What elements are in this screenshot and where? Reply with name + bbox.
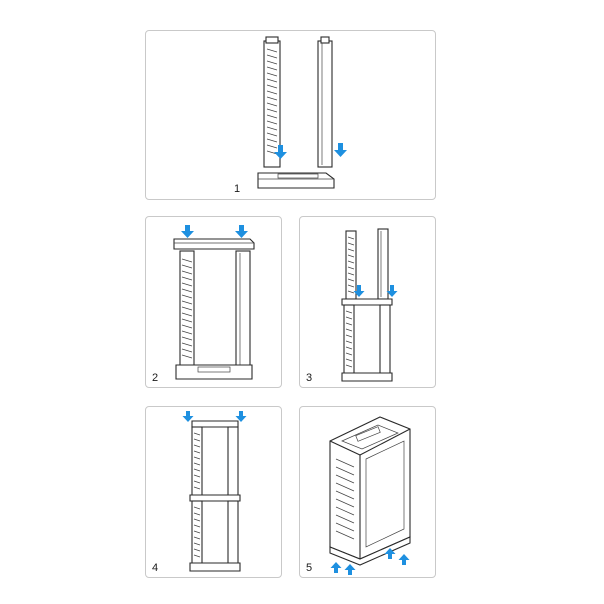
base-plate [329,536,411,566]
top-plate [173,238,255,250]
arrow-up-icon [384,548,396,559]
arrow-down-icon [235,225,248,238]
arrow-down-icon [386,285,398,297]
lower-right-column [379,304,391,378]
step-1-illustration [257,36,347,189]
step-5-panel: 5 [299,406,436,578]
right-column [317,40,333,168]
arrow-down-icon [274,145,287,159]
left-column [263,40,281,168]
step-number: 4 [152,562,159,574]
upper-right-column [227,426,239,498]
arrow-up-icon [398,554,410,565]
arrow-down-icon [353,285,365,297]
arrow-down-icon [235,411,247,422]
upper-left-column [191,426,203,498]
base-plate [341,372,393,382]
step-number: 1 [234,183,241,195]
upper-left-column [345,230,357,300]
step-number: 2 [152,372,159,384]
middle-plate [189,494,241,502]
lower-left-column [191,500,203,568]
step-number: 3 [306,372,313,384]
rack-body [329,416,411,560]
arrow-up-icon [344,564,356,575]
arrow-down-icon [181,225,194,238]
step-4-illustration [182,411,247,572]
base-plate [189,562,241,572]
step-2-panel: 2 [145,216,282,388]
step-4-panel: 4 [145,406,282,578]
upper-right-column [377,228,389,300]
arrow-down-icon [182,411,194,422]
step-3-illustration [341,228,398,382]
arrow-up-icon [330,562,342,573]
lower-right-column [227,500,239,568]
step-5-illustration [329,416,411,575]
middle-plate [341,298,393,306]
top-plate [191,420,239,428]
step-number: 5 [306,562,313,574]
column-slots [266,48,278,155]
right-column [235,250,251,370]
base-plate [257,172,335,189]
arrow-down-icon [334,143,347,157]
step-3-panel: 3 [299,216,436,388]
step-2-illustration [173,225,255,380]
step-1-panel: 1 [145,30,436,200]
